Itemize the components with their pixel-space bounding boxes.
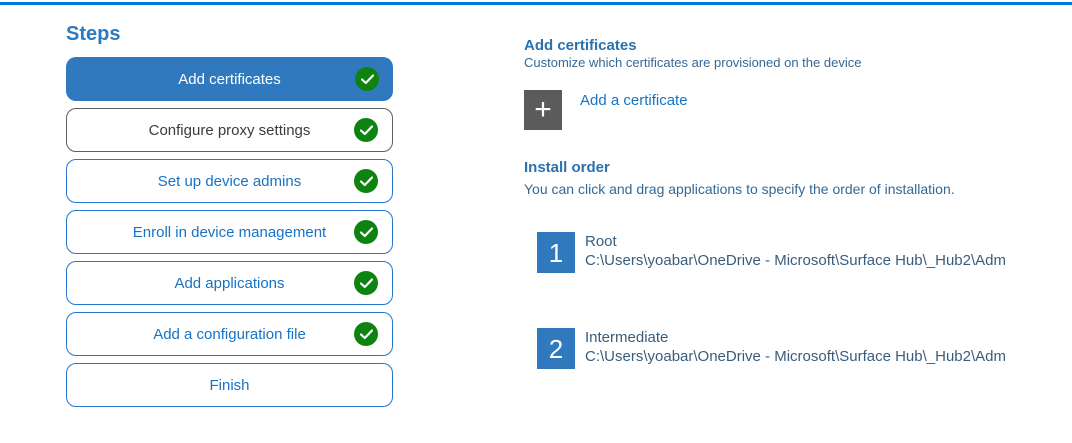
step-button-set-up-device-admins[interactable]: Set up device admins xyxy=(66,159,393,203)
step-label: Add a configuration file xyxy=(153,325,306,343)
certificate-name: Root xyxy=(585,233,617,250)
check-icon xyxy=(354,271,378,295)
certificate-path: C:\Users\yoabar\OneDrive - Microsoft\Sur… xyxy=(585,348,1006,365)
page-subtitle: Customize which certificates are provisi… xyxy=(524,55,862,70)
step-button-enroll-in-device-management[interactable]: Enroll in device management xyxy=(66,210,393,254)
plus-icon[interactable]: + xyxy=(524,90,562,130)
step-label: Set up device admins xyxy=(157,172,302,190)
check-icon xyxy=(354,169,378,193)
step-label: Finish xyxy=(209,376,250,394)
step-label: Add certificates xyxy=(178,70,281,88)
step-button-configure-proxy-settings[interactable]: Configure proxy settings xyxy=(66,108,393,152)
step-label: Enroll in device management xyxy=(132,223,327,241)
order-number-badge: 1 xyxy=(537,232,575,273)
add-certificate-label: Add a certificate xyxy=(580,92,688,109)
step-button-finish[interactable]: Finish xyxy=(66,363,393,407)
certificate-path: C:\Users\yoabar\OneDrive - Microsoft\Sur… xyxy=(585,252,1006,269)
step-label: Configure proxy settings xyxy=(148,121,311,139)
check-icon xyxy=(354,220,378,244)
install-order-title: Install order xyxy=(524,159,610,176)
check-icon xyxy=(354,118,378,142)
add-certificate-button[interactable]: + Add a certificate xyxy=(524,90,688,130)
page-title: Add certificates xyxy=(524,37,637,54)
step-button-add-a-configuration-file[interactable]: Add a configuration file xyxy=(66,312,393,356)
check-icon xyxy=(354,322,378,346)
step-button-add-applications[interactable]: Add applications xyxy=(66,261,393,305)
steps-panel-title: Steps xyxy=(66,23,121,45)
step-label: Add applications xyxy=(174,274,285,292)
install-order-description: You can click and drag applications to s… xyxy=(524,181,955,197)
accent-top-divider xyxy=(0,2,1072,5)
order-number-badge: 2 xyxy=(537,328,575,369)
check-icon xyxy=(355,67,379,91)
step-button-add-certificates[interactable]: Add certificates xyxy=(66,57,393,101)
certificate-name: Intermediate xyxy=(585,329,669,346)
